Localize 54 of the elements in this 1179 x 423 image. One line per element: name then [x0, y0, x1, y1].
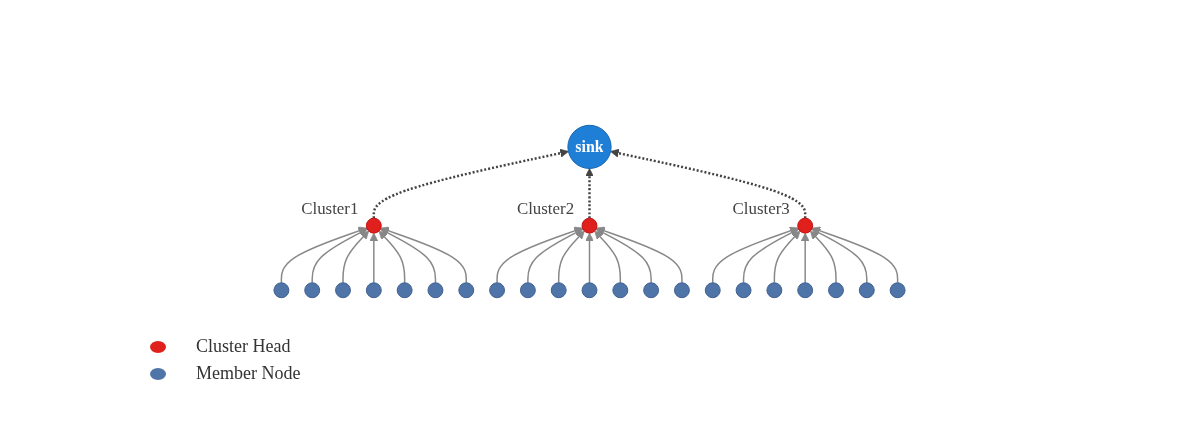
arrow	[369, 232, 379, 284]
node-circle	[797, 282, 814, 299]
node-circle	[828, 282, 844, 299]
cluster-label: Cluster2	[516, 199, 575, 219]
node-circle: sink	[567, 124, 612, 169]
node-circle	[581, 282, 598, 299]
node-circle	[519, 282, 536, 299]
arrow	[496, 226, 583, 284]
node-circle	[396, 282, 413, 299]
arrow	[712, 226, 799, 284]
node-circle	[889, 282, 906, 299]
arrow	[595, 228, 652, 284]
arrow	[773, 230, 801, 284]
arrow	[342, 230, 370, 284]
node-circle	[335, 282, 351, 299]
arrow	[380, 228, 437, 284]
arrow	[809, 230, 837, 284]
arrow	[742, 228, 799, 284]
node-circle	[550, 282, 567, 299]
arrow	[594, 230, 622, 284]
arrow	[557, 230, 585, 284]
node-circle	[735, 282, 752, 299]
arrow	[811, 228, 868, 284]
arrow	[380, 226, 467, 284]
node-circle	[612, 282, 629, 299]
node-circle	[581, 217, 598, 234]
arrow	[596, 226, 683, 284]
arrow	[311, 228, 368, 284]
legend-label: Member Node	[196, 363, 301, 384]
cluster-label: Cluster1	[301, 199, 359, 219]
node-circle	[273, 282, 290, 299]
arrow	[280, 226, 368, 284]
node-circle	[365, 217, 382, 234]
node-circle	[427, 282, 444, 299]
node-circle	[643, 282, 660, 299]
node-circle	[674, 282, 690, 299]
node-circle	[489, 282, 505, 299]
node-circle	[797, 217, 814, 234]
arrow	[585, 232, 594, 284]
cluster-label: Cluster3	[732, 199, 790, 219]
legend-label: Cluster Head	[196, 336, 291, 357]
node-circle	[704, 282, 721, 299]
node-circle	[766, 282, 783, 299]
node-circle	[858, 282, 875, 299]
arrow	[372, 148, 569, 219]
node-circle	[365, 282, 382, 299]
node-circle	[304, 282, 321, 299]
arrow	[527, 228, 584, 284]
arrow	[378, 230, 406, 284]
node-circle	[458, 282, 475, 299]
arrow	[610, 148, 807, 219]
arrow	[800, 232, 810, 284]
arrow	[585, 168, 594, 219]
arrow	[811, 226, 899, 284]
